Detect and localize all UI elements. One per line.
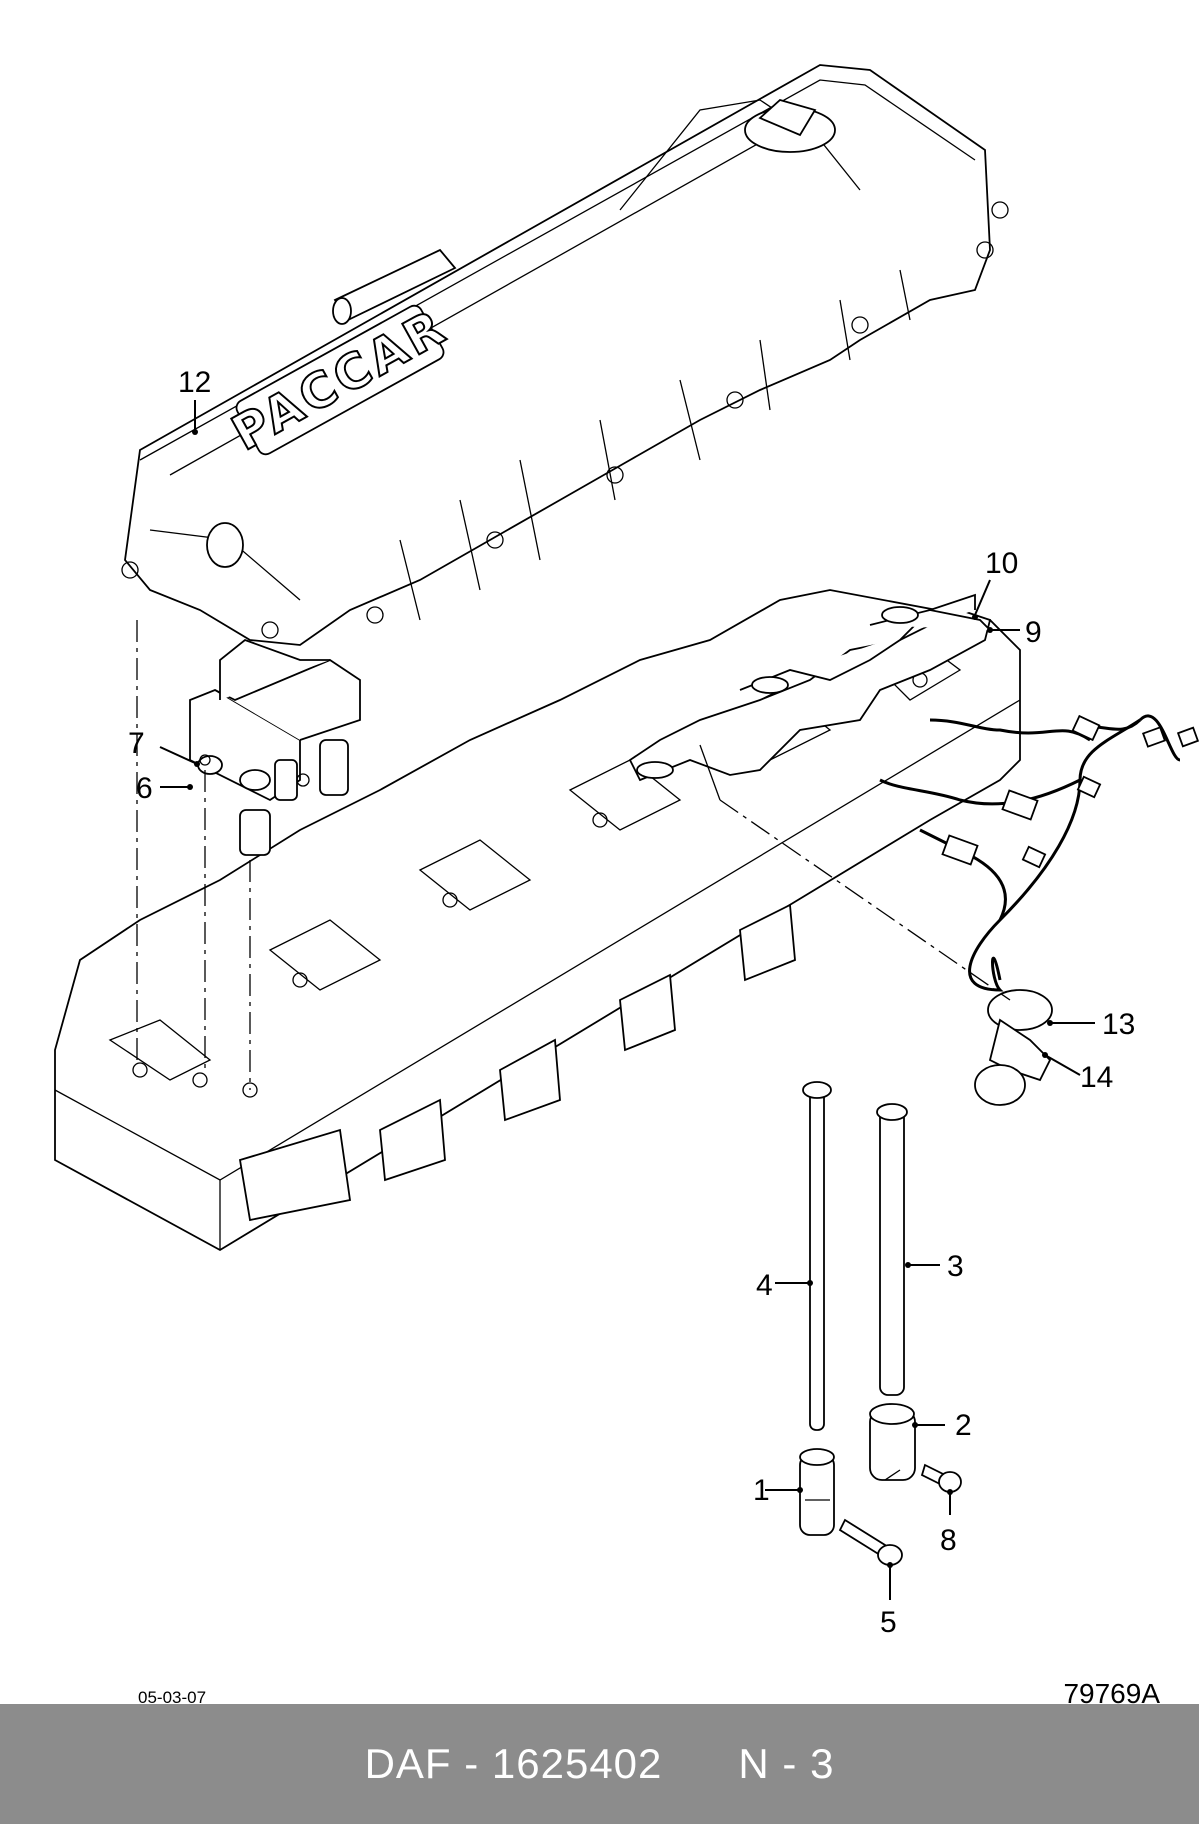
callout-9: 9 [1025,616,1042,649]
rocker-bracket [189,638,361,856]
callout-13: 13 [1102,1008,1135,1041]
push-rod-long [876,1103,908,1396]
callout-3: 3 [947,1250,964,1283]
wiring-harness [879,714,1199,1106]
footer-separator: - [451,1740,492,1787]
callout-1: 1 [753,1474,770,1507]
bolt-8 [920,1463,962,1493]
footer-page: N - 3 [738,1740,835,1787]
bolt-5 [838,1518,903,1566]
callout-12: 12 [178,366,211,399]
callout-5: 5 [880,1606,897,1639]
callout-10: 10 [985,547,1018,580]
leader-lines [159,400,1095,1600]
callout-2: 2 [955,1409,972,1442]
exploded-parts-diagram: PACCAR [54,64,1199,1704]
tappet-1 [799,1448,835,1536]
callout-14: 14 [1080,1061,1113,1094]
harness-frame [628,593,992,801]
push-rod-short [802,1081,832,1431]
footer-part-number: 1625402 [491,1740,663,1787]
date-code: 05-03-07 [138,1688,206,1704]
tappet-2 [869,1403,916,1481]
alignment-lines [136,620,1011,1090]
footer-brand: DAF [364,1740,452,1787]
callout-6: 6 [136,772,153,805]
cylinder-head [54,589,1021,1252]
callout-8: 8 [940,1524,957,1557]
footer-bar: DAF - 1625402 N - 3 [0,1704,1199,1824]
callout-7: 7 [128,727,145,760]
valve-cover [121,64,1009,646]
figure-reference: 79769A [1063,1678,1160,1704]
callout-4: 4 [756,1269,773,1302]
